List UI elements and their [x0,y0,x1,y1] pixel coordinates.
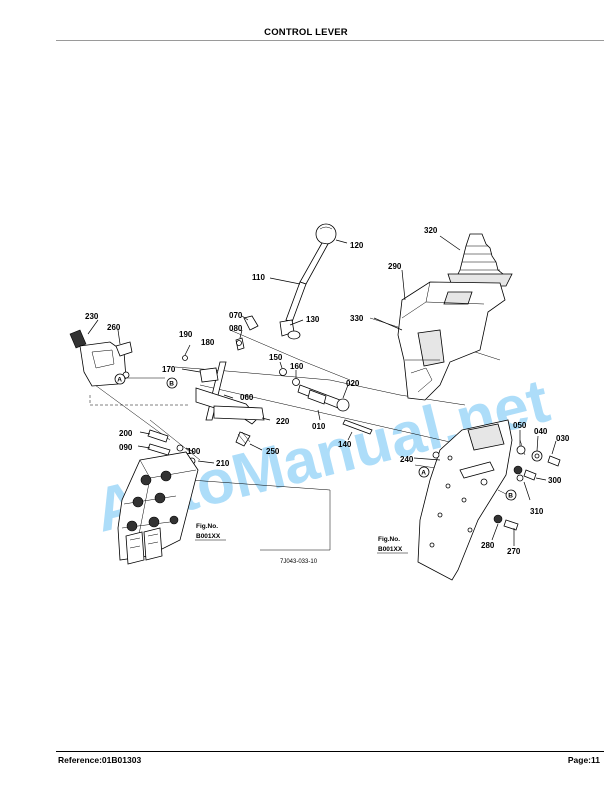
svg-text:Fig.No.: Fig.No. [196,523,218,530]
part-label-270: 270 [507,547,521,556]
marker-b-right: B [505,489,517,501]
part-label-280: 280 [481,541,495,550]
part-label-260: 260 [107,323,121,332]
svg-text:A: A [421,470,426,477]
part-label-220: 220 [276,417,290,426]
part-label-240: 240 [400,455,414,464]
part-label-320: 320 [424,226,438,235]
reference-markers: A B A B [114,373,517,501]
part-label-080: 080 [229,324,243,333]
footer-reference: Reference:01B01303 [58,755,142,765]
footer-divider [56,751,604,752]
part-label-110: 110 [252,273,265,282]
part-label-130: 130 [306,315,320,324]
figure-code: 7J043-033-10 [280,559,318,565]
part-label-300: 300 [548,476,562,485]
part-label-230: 230 [85,312,99,321]
part-label-020: 020 [346,379,360,388]
fig-ref-right: Fig.No. B001XX [377,536,408,554]
link-rods-part [182,315,373,447]
part-label-070: 070 [229,311,243,320]
part-label-120: 120 [350,241,364,250]
svg-text:B001XX: B001XX [378,546,403,553]
svg-text:B: B [169,381,174,388]
part-label-170: 170 [162,365,176,374]
part-label-210: 210 [216,459,230,468]
page-title: CONTROL LEVER [264,27,348,38]
part-label-040: 040 [534,427,548,436]
marker-a-right: A [418,466,430,478]
part-label-060: 060 [240,393,254,402]
part-label-250: 250 [266,447,280,456]
mounting-plate-part [417,419,513,581]
fastener-parts [493,445,561,531]
header-divider [56,40,604,41]
part-label-090: 090 [119,443,133,452]
part-label-290: 290 [388,262,402,271]
part-label-160: 160 [290,362,304,371]
part-label-190: 190 [179,330,193,339]
marker-a-left: A [114,373,126,385]
footer-page-number: Page:11 [567,755,600,765]
svg-text:A: A [117,377,122,384]
part-labels: 010 020 030 040 050 060 070 080 090 100 … [85,226,570,556]
control-lever-part [279,223,337,340]
part-label-030: 030 [556,434,570,443]
part-label-180: 180 [201,338,215,347]
rubber-boot-part [447,233,513,287]
part-label-200: 200 [119,429,133,438]
part-label-010: 010 [312,422,326,431]
svg-text:Fig.No.: Fig.No. [378,536,400,543]
marker-b-left: B [166,377,178,389]
svg-text:B001XX: B001XX [196,533,221,540]
part-label-330: 330 [350,314,364,323]
part-label-150: 150 [269,353,283,362]
part-label-140: 140 [338,440,352,449]
control-valve-part [117,451,199,565]
part-label-050: 050 [513,421,527,430]
svg-text:B: B [508,493,513,500]
console-cover-part [397,281,506,401]
part-label-100: 100 [187,447,201,456]
fig-ref-left: Fig.No. B001XX [195,523,226,541]
part-label-310: 310 [530,507,544,516]
leader-lines [87,235,557,546]
